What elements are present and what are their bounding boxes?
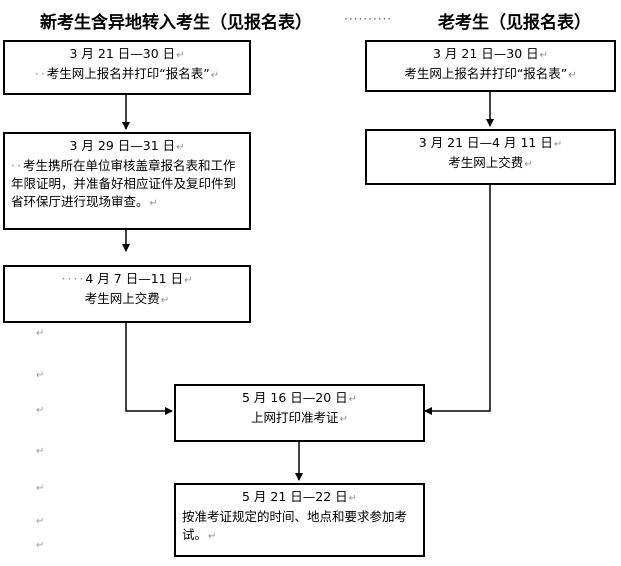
print-ticket-date: 5 月 16 日—20 日 (241, 390, 348, 405)
paragraph-mark: ↵ (36, 405, 45, 416)
new-review-box: 3 月 29 日—31 日↵ ··考生携所在单位审核盖章报名表和工作年限证明，并… (3, 132, 251, 230)
paragraph-mark: ↵ (339, 414, 348, 425)
paragraph-mark: ↵ (176, 50, 185, 61)
arrow-old-payment-to-print (424, 185, 491, 415)
paragraph-mark: ↵ (210, 70, 220, 81)
paragraph-mark: ↵ (539, 50, 549, 61)
paragraph-mark: ↵ (184, 275, 193, 286)
paragraph-mark: ↵ (176, 142, 185, 153)
paragraph-mark: ↵ (208, 531, 217, 542)
new-payment-date: 4 月 7 日—11 日 (85, 271, 184, 286)
paragraph-mark: ↵ (36, 516, 45, 527)
paragraph-mark: ↵ (553, 139, 563, 150)
print-ticket-box: 5 月 16 日—20 日↵ 上网打印准考证↵ (174, 384, 425, 442)
paragraph-mark: ↵ (348, 493, 358, 504)
exam-text: 按准考证规定的时间、地点和要求参加考试。 (182, 509, 408, 542)
paragraph-mark: ↵ (348, 394, 358, 405)
arrow-new-payment-to-print (125, 323, 173, 415)
print-ticket-text: 上网打印准考证 (251, 410, 339, 425)
new-review-text: 考生携所在单位审核盖章报名表和工作年限证明，并准备好相应证件及复印件到省环保厅进… (11, 158, 237, 209)
old-payment-box: 3 月 21 日—4 月 11 日↵ 考生网上交费↵ (365, 129, 616, 185)
old-payment-text: 考生网上交费 (448, 155, 524, 170)
paragraph-mark: ↵ (36, 446, 45, 457)
paragraph-mark: ↵ (568, 70, 577, 81)
new-payment-text: 考生网上交费 (84, 291, 160, 306)
new-register-date: 3 月 21 日—30 日 (69, 46, 176, 61)
paragraph-mark: ↵ (160, 295, 170, 306)
exam-date: 5 月 21 日—22 日 (241, 489, 348, 504)
paragraph-mark: ↵ (36, 540, 45, 551)
new-register-box: 3 月 21 日—30 日↵ ··考生网上报名并打印“报名表”↵ (3, 40, 251, 95)
old-register-date: 3 月 21 日—30 日 (432, 46, 539, 61)
old-payment-date: 3 月 21 日—4 月 11 日 (418, 135, 553, 150)
old-register-box: 3 月 21 日—30 日↵ 考生网上报名并打印“报名表”↵ (365, 40, 616, 92)
new-students-header: 新考生含异地转入考生（见报名表） (40, 13, 312, 33)
paragraph-mark: ↵ (36, 328, 45, 339)
exam-box: 5 月 21 日—22 日↵ 按准考证规定的时间、地点和要求参加考试。↵ (174, 483, 425, 557)
new-review-date: 3 月 29 日—31 日 (69, 138, 176, 153)
old-students-header: 老考生（见报名表） (438, 13, 591, 33)
header-connector-dots: ·········· (344, 12, 393, 26)
old-register-text: 考生网上报名并打印“报名表” (404, 66, 568, 81)
paragraph-mark: ↵ (36, 370, 45, 381)
paragraph-mark: ↵ (149, 198, 158, 209)
new-payment-box: ····4 月 7 日—11 日↵ 考生网上交费↵ (3, 265, 251, 323)
new-register-text: 考生网上报名并打印“报名表” (46, 66, 210, 81)
paragraph-mark: ↵ (524, 159, 533, 170)
paragraph-mark: ↵ (36, 483, 45, 494)
